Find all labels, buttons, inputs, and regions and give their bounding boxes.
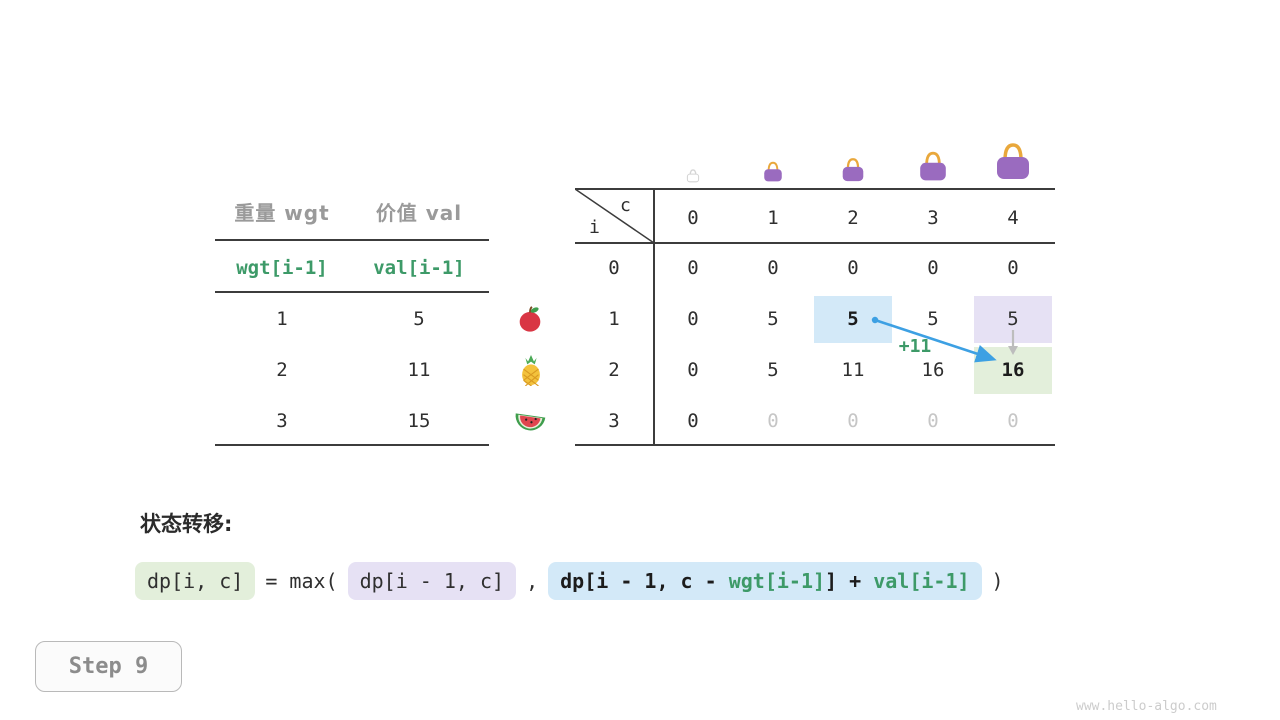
dp-cell-2-4: 16 xyxy=(1001,359,1025,381)
dp-col-header-1: 1 xyxy=(767,207,779,229)
transition-annotation: +11 xyxy=(898,336,932,357)
dp-table-rule-bottom xyxy=(575,444,1055,446)
formula-term2-val: val[i-1] xyxy=(873,569,970,593)
formula-term2-wgt: wgt[i-1] xyxy=(728,569,826,593)
dp-table-rule-vertical xyxy=(653,188,655,446)
dp-cell-2-1: 5 xyxy=(767,359,779,381)
dp-cell-3-4: 0 xyxy=(1007,410,1019,432)
apple-icon xyxy=(515,304,545,334)
dp-cell-0-2: 0 xyxy=(847,257,859,279)
formula-equals-max: = max( xyxy=(265,569,338,593)
formula-term2-prefix: dp[i - 1, c - xyxy=(560,569,729,593)
formula-term1: dp[i - 1, c] xyxy=(347,562,517,600)
dp-col-header-0: 0 xyxy=(687,207,699,229)
dp-cell-3-2: 0 xyxy=(847,410,859,432)
highlight-cell-blue xyxy=(814,296,892,343)
item-val-2: 11 xyxy=(407,359,431,381)
item-table-subheader-val: val[i-1] xyxy=(373,257,465,279)
dp-row-header-2: 2 xyxy=(608,359,620,381)
dp-cell-0-4: 0 xyxy=(1007,257,1019,279)
dp-col-header-4: 4 xyxy=(1007,207,1019,229)
dp-table-rule-top xyxy=(575,188,1055,190)
bag-icon-capacity-4 xyxy=(993,140,1033,182)
formula-lhs: dp[i, c] xyxy=(135,562,256,600)
step-button[interactable]: Step 9 xyxy=(35,641,182,692)
carry-down-arrow-icon xyxy=(1003,327,1023,361)
dp-cell-3-1: 0 xyxy=(767,410,779,432)
formula-close-paren: ) xyxy=(991,569,1004,593)
dp-row-header-0: 0 xyxy=(608,257,620,279)
step-label: Step 9 xyxy=(68,654,149,679)
dp-cell-1-3: 5 xyxy=(927,308,939,330)
bag-icon-capacity-2 xyxy=(840,156,866,183)
item-val-1: 5 xyxy=(413,308,425,330)
dp-row-header-1: 1 xyxy=(608,308,620,330)
dp-corner-row-label: i xyxy=(589,217,600,238)
dp-col-header-3: 3 xyxy=(927,207,939,229)
dp-cell-1-4: 5 xyxy=(1007,308,1019,330)
dp-cell-2-0: 0 xyxy=(687,359,699,381)
item-table-rule-1 xyxy=(215,239,489,241)
dp-table-rule-header xyxy=(575,242,1055,244)
formula-term2: dp[i - 1, c - wgt[i-1]] + val[i-1] xyxy=(548,562,982,600)
dp-row-header-3: 3 xyxy=(608,410,620,432)
item-table-subheader-wgt: wgt[i-1] xyxy=(236,257,328,279)
watermark: www.hello-algo.com xyxy=(1076,699,1217,714)
dp-cell-0-0: 0 xyxy=(687,257,699,279)
dp-cell-2-3: 16 xyxy=(921,359,945,381)
item-table-header-value: 价值 val xyxy=(375,200,463,225)
item-table-header-weight: 重量 wgt xyxy=(234,200,330,225)
pineapple-icon xyxy=(516,354,546,386)
dp-cell-1-0: 0 xyxy=(687,308,699,330)
dp-cell-3-3: 0 xyxy=(927,410,939,432)
bag-icon-capacity-0 xyxy=(686,168,700,183)
transition-arrow-icon xyxy=(855,305,1025,375)
formula-comma: , xyxy=(526,569,539,593)
dp-table-corner-diagonal xyxy=(575,188,655,244)
dp-cell-1-1: 5 xyxy=(767,308,779,330)
state-transition-heading: 状态转移: xyxy=(140,512,233,536)
dp-cell-0-3: 0 xyxy=(927,257,939,279)
bag-icon-capacity-3 xyxy=(917,149,949,183)
dp-cell-1-2: 5 xyxy=(847,308,859,330)
dp-cell-2-2: 11 xyxy=(841,359,865,381)
dp-cell-3-0: 0 xyxy=(687,410,699,432)
item-wgt-3: 3 xyxy=(276,410,288,432)
dp-cell-0-1: 0 xyxy=(767,257,779,279)
item-wgt-2: 2 xyxy=(276,359,288,381)
dp-col-header-2: 2 xyxy=(847,207,859,229)
formula-term2-mid: ] + xyxy=(825,569,874,593)
dp-corner-col-label: c xyxy=(620,195,631,216)
state-transition-formula: dp[i, c] = max( dp[i - 1, c] , dp[i - 1,… xyxy=(135,557,1004,605)
item-val-3: 15 xyxy=(407,410,431,432)
bag-icon-capacity-1 xyxy=(762,160,784,183)
item-wgt-1: 1 xyxy=(276,308,288,330)
watermelon-icon xyxy=(513,408,547,436)
item-table-rule-2 xyxy=(215,291,489,293)
item-table-rule-3 xyxy=(215,444,489,446)
